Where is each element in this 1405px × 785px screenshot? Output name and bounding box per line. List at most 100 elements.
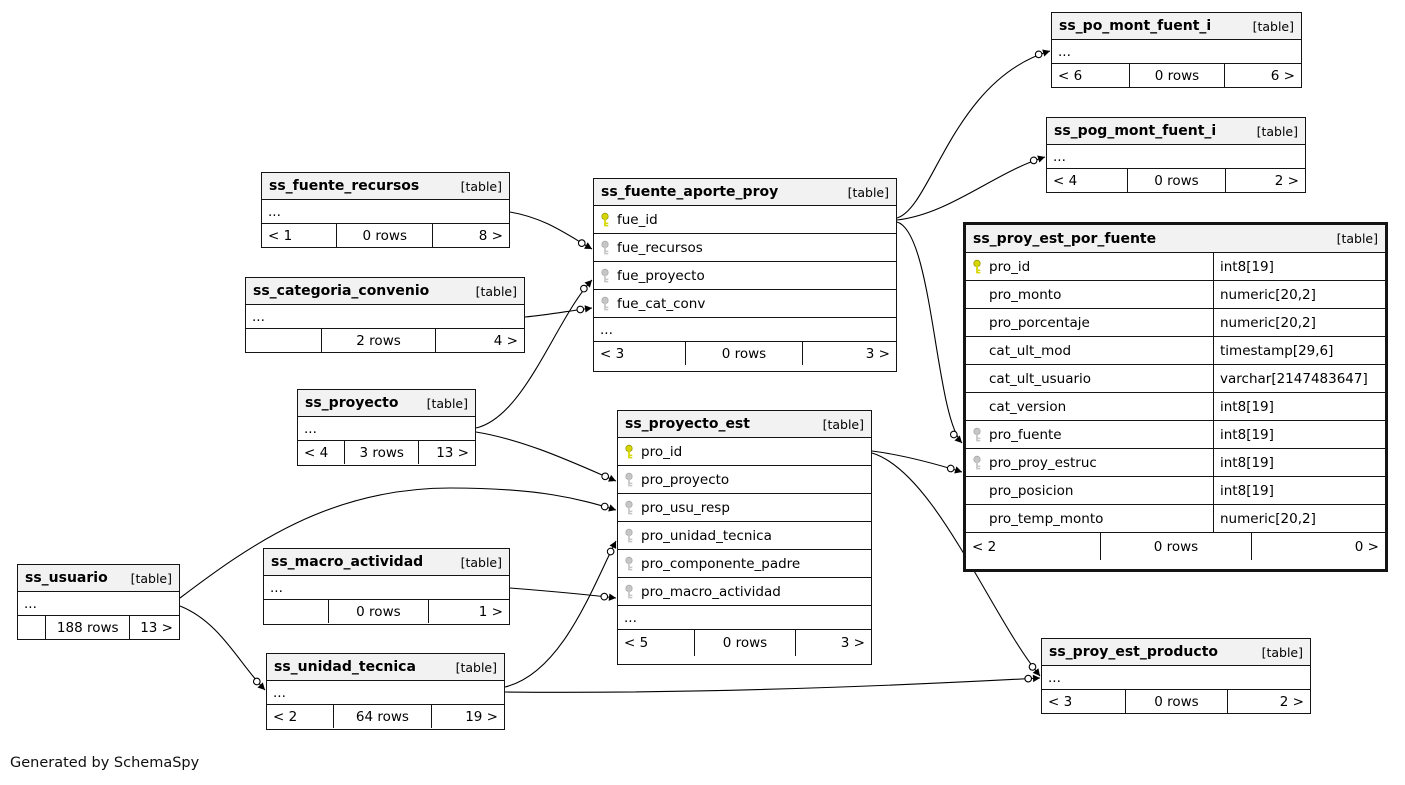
column-row: pro_id [618, 438, 871, 466]
table-header[interactable]: ss_fuente_aporte_proy [table] [594, 179, 896, 206]
footer-children: 6 > [1223, 64, 1301, 87]
footer-rowcount: 0 rows [693, 630, 795, 656]
table-header[interactable]: ss_pog_mont_fuent_i [table] [1047, 118, 1305, 145]
footer-parents: < 4 [304, 444, 329, 461]
table-tag: [table] [847, 184, 889, 200]
more-columns-row: ... [267, 681, 504, 705]
column-type: timestamp[29,6] [1213, 337, 1379, 364]
footer-children: 2 > [1226, 690, 1310, 713]
column-type: int8[19] [1213, 253, 1379, 280]
table-ss-macro-actividad: ss_macro_actividad [table] ... 0 rows 1 … [263, 548, 510, 625]
table-footer: 188 rows 13 > [18, 616, 179, 639]
table-ss-proy-est-producto: ss_proy_est_producto [table] ... < 3 0 r… [1041, 638, 1311, 714]
column-name: pro_monto [989, 286, 1062, 303]
edge-categoria-convenio-to-fue-cat-conv [524, 305, 593, 318]
footer-rowcount: 0 rows [1125, 690, 1227, 713]
column-row: pro_proy_estruc int8[19] [966, 449, 1385, 477]
table-title: ss_pog_mont_fuent_i [1054, 123, 1217, 139]
table-header[interactable]: ss_unidad_tecnica [table] [267, 654, 504, 681]
table-ss-po-mont-fuent-i: ss_po_mont_fuent_i [table] ... < 6 0 row… [1051, 12, 1302, 88]
table-header[interactable]: ss_proy_est_producto [table] [1042, 639, 1310, 666]
table-footer: < 5 0 rows 3 > [618, 630, 871, 656]
table-tag: [table] [460, 178, 502, 194]
primary-key-icon [972, 259, 989, 275]
table-footer: < 3 0 rows 2 > [1042, 690, 1310, 713]
column-name: fue_proyecto [617, 267, 705, 284]
table-title: ss_proy_est_producto [1049, 644, 1218, 660]
more-columns-row: ... [1047, 145, 1305, 169]
generator-credit: Generated by SchemaSpy [10, 755, 200, 771]
column-name: cat_ult_usuario [989, 370, 1092, 387]
column-type: varchar[2147483647] [1213, 365, 1379, 392]
column-name: pro_unidad_tecnica [641, 527, 772, 544]
column-name: cat_version [989, 398, 1067, 415]
footer-parents: < 2 [273, 708, 298, 725]
table-title: ss_fuente_recursos [269, 178, 420, 194]
table-ss-fuente-recursos: ss_fuente_recursos [table] ... < 1 0 row… [261, 172, 510, 248]
foreign-key-icon [600, 296, 617, 312]
footer-rowcount: 64 rows [333, 705, 430, 728]
column-row: fue_proyecto [594, 262, 896, 290]
edge-pro-id-to-proy-est-producto [871, 452, 1041, 677]
footer-parents: < 6 [1058, 67, 1083, 84]
table-header[interactable]: ss_categoria_convenio [table] [246, 278, 524, 305]
column-name: cat_ult_mod [989, 342, 1072, 359]
table-ss-proyecto: ss_proyecto [table] ... < 4 3 rows 13 > [297, 389, 476, 466]
footer-children: 3 > [795, 630, 871, 656]
column-row: pro_monto numeric[20,2] [966, 281, 1385, 309]
table-ss-proy-est-por-fuente: ss_proy_est_por_fuente [table] pro_id in… [963, 222, 1388, 572]
foreign-key-icon [972, 427, 989, 443]
table-tag: [table] [455, 659, 497, 675]
edge-proyecto-to-pro-proyecto [475, 431, 617, 482]
table-footer: < 3 0 rows 3 > [594, 342, 896, 365]
footer-rowcount: 2 rows [321, 329, 435, 352]
footer-rowcount: 3 rows [344, 441, 418, 464]
foreign-key-icon [972, 455, 989, 471]
more-columns-row: ... [298, 417, 475, 441]
footer-parents: < 3 [600, 345, 625, 362]
table-header[interactable]: ss_usuario [table] [18, 565, 179, 592]
table-header[interactable]: ss_proyecto_est [table] [618, 411, 871, 438]
table-header[interactable]: ss_macro_actividad [table] [264, 549, 509, 576]
table-tag: [table] [1261, 644, 1303, 660]
table-tag: [table] [460, 554, 502, 570]
column-row: fue_id [594, 206, 896, 234]
foreign-key-icon [624, 584, 641, 600]
more-columns-row: ... [1052, 40, 1301, 64]
table-tag: [table] [426, 395, 468, 411]
table-tag: [table] [475, 283, 517, 299]
table-title: ss_categoria_convenio [253, 283, 430, 299]
table-title: ss_proyecto_est [625, 416, 750, 432]
table-footer: < 4 0 rows 2 > [1047, 169, 1305, 192]
foreign-key-icon [624, 472, 641, 488]
foreign-key-icon [624, 528, 641, 544]
column-row: pro_unidad_tecnica [618, 522, 871, 550]
column-row: cat_ult_usuario varchar[2147483647] [966, 365, 1385, 393]
table-header[interactable]: ss_fuente_recursos [table] [262, 173, 509, 200]
column-row: pro_posicion int8[19] [966, 477, 1385, 505]
table-header[interactable]: ss_proy_est_por_fuente [table] [966, 225, 1385, 253]
column-name: pro_id [641, 443, 683, 460]
table-ss-usuario: ss_usuario [table] ... 188 rows 13 > [17, 564, 180, 640]
column-name: pro_temp_monto [989, 510, 1104, 527]
foreign-key-icon [624, 500, 641, 516]
column-row: cat_ult_mod timestamp[29,6] [966, 337, 1385, 365]
footer-parents: < 2 [972, 538, 997, 555]
table-footer: < 2 64 rows 19 > [267, 705, 504, 728]
column-name: pro_componente_padre [641, 555, 801, 572]
table-footer: 2 rows 4 > [246, 329, 524, 352]
edge-unidad-tecnica-to-proy-est-producto [504, 674, 1041, 693]
table-header[interactable]: ss_proyecto [table] [298, 390, 475, 417]
column-row: pro_usu_resp [618, 494, 871, 522]
footer-parents [18, 616, 45, 639]
table-title: ss_unidad_tecnica [274, 659, 416, 675]
footer-parents: < 5 [624, 635, 649, 651]
table-title: ss_proy_est_por_fuente [973, 230, 1157, 247]
footer-rowcount: 0 rows [1129, 64, 1224, 87]
column-row: pro_proyecto [618, 466, 871, 494]
table-tag: [table] [822, 416, 864, 432]
more-columns-row: ... [594, 318, 896, 342]
edge-macro-actividad-to-pro-macro-actividad [509, 587, 617, 601]
column-name: fue_id [617, 211, 658, 228]
table-header[interactable]: ss_po_mont_fuent_i [table] [1052, 13, 1301, 40]
